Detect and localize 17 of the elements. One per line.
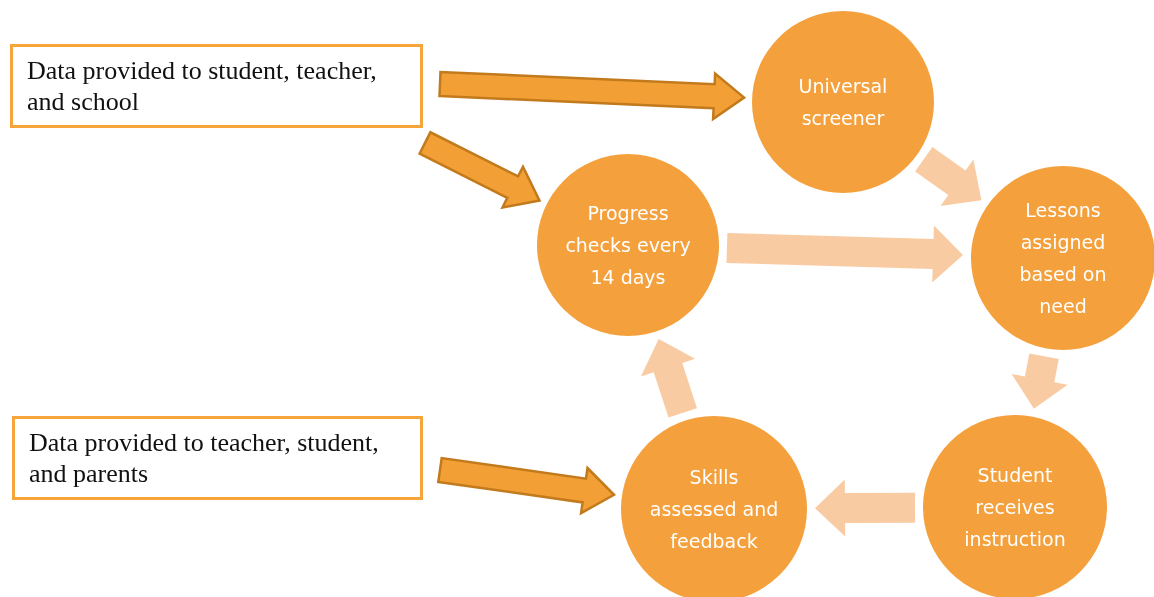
- block-arrow: [915, 147, 982, 207]
- node-text: Progress checks every 14 days: [564, 201, 692, 290]
- note-box: [10, 44, 423, 128]
- node-text: Data provided to teacher, student, and parents: [29, 427, 380, 489]
- block-arrow: [417, 130, 542, 210]
- block-arrow: [436, 456, 617, 516]
- block-arrow: [726, 225, 963, 283]
- node-text: Lessons assigned based on need: [1018, 198, 1108, 319]
- block-arrow: [815, 479, 916, 537]
- block-arrow: [1011, 353, 1068, 409]
- node-text: Universal screener: [797, 74, 889, 131]
- block-arrow: [640, 339, 697, 418]
- node-text: Student receives instruction: [963, 463, 1067, 552]
- block-arrow: [438, 70, 747, 122]
- node-text: Data provided to student, teacher, and school: [27, 55, 378, 117]
- note-box: [12, 416, 423, 500]
- node-text: Skills assessed and feedback: [648, 465, 780, 554]
